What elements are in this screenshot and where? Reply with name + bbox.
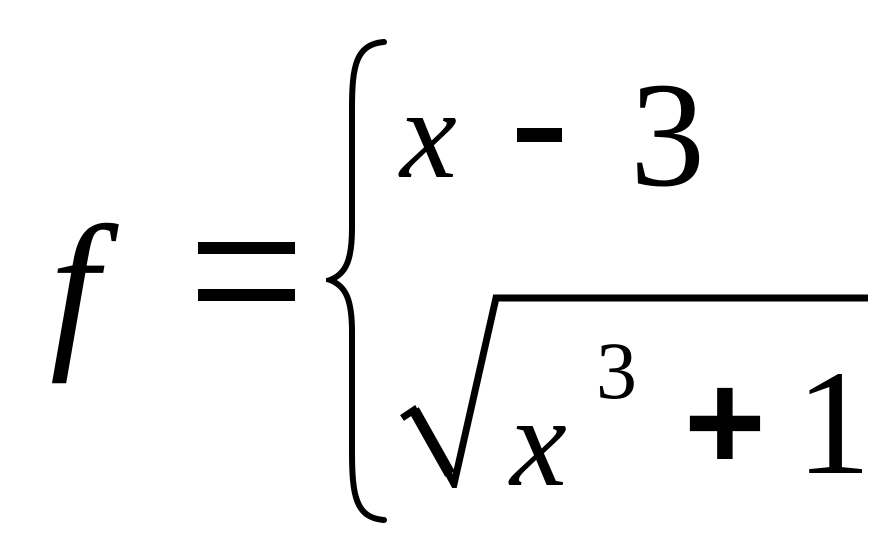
minus-sign xyxy=(517,128,562,142)
case1-variable: x xyxy=(400,63,457,205)
function-name: f xyxy=(50,190,99,384)
plus-sign: + xyxy=(684,343,766,500)
case1-constant: 3 xyxy=(630,52,705,218)
case2-exponent: 3 xyxy=(596,325,637,416)
equals-sign-bottom-bar xyxy=(198,289,295,301)
case2-constant: 1 xyxy=(796,340,871,506)
equals-sign-top-bar xyxy=(198,242,295,254)
square-root-sign xyxy=(400,294,868,488)
left-curly-brace xyxy=(326,39,387,523)
case2-variable: x xyxy=(510,371,567,513)
